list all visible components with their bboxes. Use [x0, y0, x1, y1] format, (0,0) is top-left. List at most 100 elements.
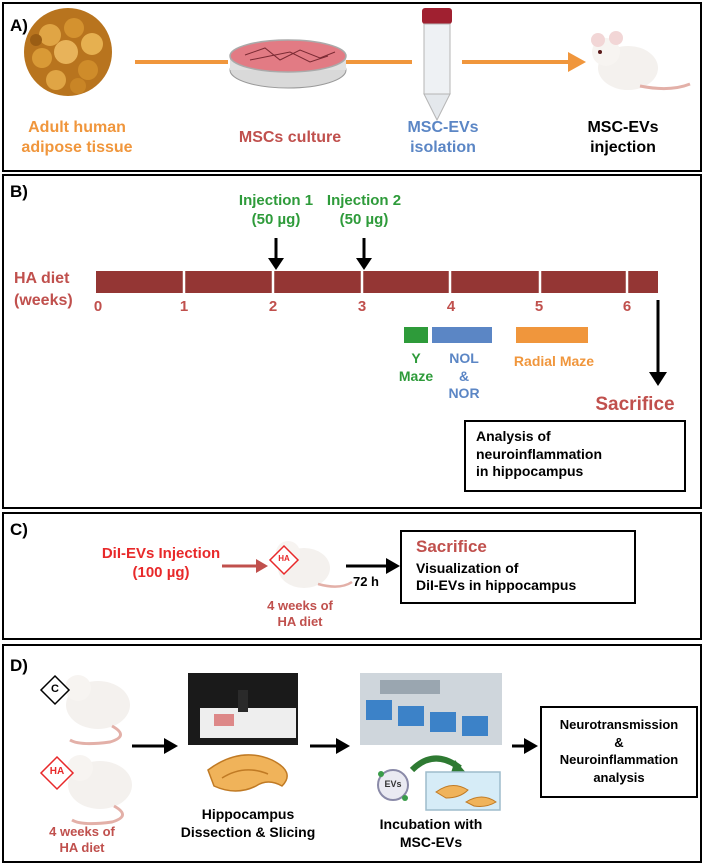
- tick-label-5: 5: [534, 298, 544, 315]
- nol-nor-line1: NOL: [449, 350, 479, 366]
- result-line3: Neuroinflammation: [559, 752, 679, 768]
- step-mscs-line1: MSCs culture: [238, 129, 342, 146]
- sacrifice-label-c: Sacrifice: [416, 537, 487, 556]
- incubation-photo: [360, 673, 502, 745]
- tick-label-2: 2: [268, 298, 278, 315]
- panel-b-label: B): [10, 182, 28, 201]
- nol-nor-bar: [432, 327, 492, 343]
- dissection-line2: Dissection & Slicing: [180, 823, 316, 840]
- panel-b: B): [2, 174, 702, 509]
- diet-label-d: 4 weeks of HA diet: [32, 824, 132, 857]
- panel-c-label: C): [10, 520, 28, 539]
- step-injection-line2: injection: [590, 139, 656, 156]
- step-adipose-tissue: Adult human adipose tissue: [12, 118, 142, 158]
- step-isolation-line2: isolation: [410, 139, 476, 156]
- mouse-image-d-control: [65, 675, 130, 746]
- tick-label-1: 1: [179, 298, 189, 315]
- petri-dish-image: [229, 39, 347, 89]
- ha-diamond-d: [39, 755, 75, 791]
- injection-2-line2: (50 µg): [339, 210, 389, 228]
- result-line2: &: [614, 734, 624, 750]
- injection-1-label: Injection 1 (50 µg): [226, 192, 326, 230]
- ha-diamond-c: [268, 544, 300, 576]
- axis-label-line1: HA diet: [14, 270, 70, 287]
- analysis-line3: in hippocampus: [476, 463, 584, 479]
- tick-label-6: 6: [622, 298, 632, 315]
- injection-1-line1: Injection 1: [238, 192, 314, 209]
- incubation-label: Incubation with MSC-EVs: [356, 816, 506, 851]
- time-72h-label: 72 h: [352, 574, 379, 589]
- analysis-box: Analysis of neuroinflammation in hippoca…: [464, 420, 686, 492]
- arrow-a3-head: [568, 52, 586, 72]
- dil-evs-injection-line2: (100 µg): [132, 563, 190, 581]
- tick-label-0: 0: [93, 298, 103, 315]
- diet-label-c: 4 weeks of HA diet: [250, 598, 350, 631]
- timeline-bar: [96, 271, 658, 293]
- c-diamond: [39, 674, 71, 706]
- tube-image: [422, 8, 452, 122]
- step-mscs-culture: MSCs culture: [230, 128, 350, 148]
- y-maze-line1: Y: [411, 350, 421, 366]
- tick-label-4: 4: [446, 298, 456, 315]
- y-maze-label: Y Maze: [390, 350, 442, 385]
- mouse-image-d-ha: [67, 755, 132, 826]
- dissection-label: Hippocampus Dissection & Slicing: [168, 806, 328, 841]
- result-box: Neurotransmission & Neuroinflammation an…: [540, 706, 698, 798]
- y-maze-bar: [404, 327, 428, 343]
- diet-d-line2: HA diet: [59, 840, 105, 856]
- step-isolation-line1: MSC-EVs: [407, 119, 479, 136]
- step-injection-line1: MSC-EVs: [587, 119, 659, 136]
- ha-tag-c: HA: [278, 554, 290, 563]
- nol-nor-line3: NOR: [448, 385, 480, 401]
- step-adipose-line1: Adult human: [28, 119, 126, 136]
- injection-1-line2: (50 µg): [251, 210, 301, 228]
- injection-2-line1: Injection 2: [326, 192, 402, 209]
- evs-vesicle-icon: [377, 769, 409, 801]
- injection-2-label: Injection 2 (50 µg): [314, 192, 414, 230]
- visualization-box: Sacrifice Visualization of DiI-EVs in hi…: [400, 530, 636, 604]
- hippocampus-slice-image: [207, 754, 288, 792]
- ha-tag-d: HA: [49, 766, 65, 777]
- visualization-text: Visualization of DiI-EVs in hippocampus: [416, 560, 596, 594]
- diet-c-line2: HA diet: [277, 614, 323, 630]
- axis-label-line2: (weeks): [14, 292, 73, 309]
- evs-tag: EVs: [384, 779, 402, 789]
- panel-a-label: A): [10, 16, 28, 35]
- radial-maze-label: Radial Maze: [513, 353, 595, 369]
- dil-evs-injection-line1: DiI-EVs Injection: [101, 545, 221, 562]
- axis-label: HA diet (weeks): [14, 268, 94, 312]
- visualization-line1: Visualization of: [416, 560, 519, 576]
- tick-label-3: 3: [357, 298, 367, 315]
- mouse-image-a: [591, 31, 691, 91]
- step-msc-evs-injection: MSC-EVs injection: [568, 118, 678, 158]
- sacrifice-label-b: Sacrifice: [595, 394, 675, 415]
- result-text: Neurotransmission & Neuroinflammation an…: [542, 716, 696, 786]
- dissection-line1: Hippocampus: [201, 806, 295, 822]
- dil-evs-injection-label: DiI-EVs Injection (100 µg): [96, 545, 226, 583]
- step-msc-evs-isolation: MSC-EVs isolation: [398, 118, 488, 158]
- nol-nor-line2: &: [458, 367, 470, 384]
- diet-c-line1: 4 weeks of: [267, 598, 333, 613]
- analysis-line2: neuroinflammation: [476, 445, 603, 462]
- timeline-dividers: [182, 271, 629, 293]
- incubation-line1: Incubation with: [379, 816, 483, 832]
- panel-d: D): [2, 644, 702, 863]
- step-adipose-line2: adipose tissue: [21, 139, 133, 156]
- panel-a: A): [2, 2, 702, 172]
- y-maze-line2: Maze: [398, 367, 434, 384]
- vibratome-photo: [188, 673, 298, 745]
- nol-nor-label: NOL & NOR: [438, 350, 490, 403]
- incubation-line2: MSC-EVs: [399, 833, 463, 850]
- panel-c: C): [2, 512, 702, 640]
- result-line4: analysis: [593, 769, 645, 785]
- analysis-text: Analysis of neuroinflammation in hippoca…: [476, 428, 626, 481]
- c-tag: C: [51, 683, 59, 695]
- adipose-tissue-image: [24, 8, 112, 96]
- result-line1: Neurotransmission: [559, 717, 679, 732]
- diet-d-line1: 4 weeks of: [49, 824, 115, 839]
- visualization-line2: DiI-EVs in hippocampus: [416, 576, 577, 593]
- analysis-line1: Analysis of: [476, 428, 551, 444]
- radial-maze-bar: [516, 327, 588, 343]
- incubation-dish-image: [425, 771, 501, 811]
- panel-d-label: D): [10, 656, 28, 675]
